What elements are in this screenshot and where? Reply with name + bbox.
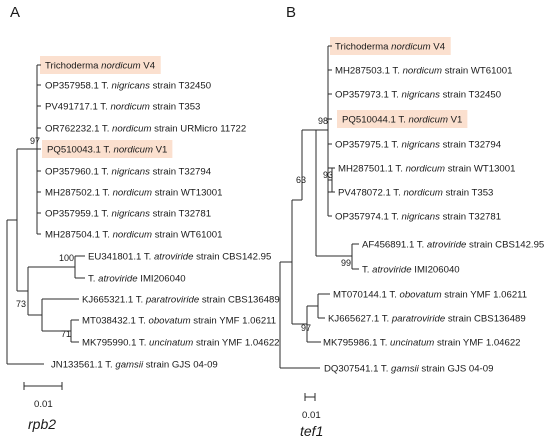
- tip-label: MK795986.1 T. uncinatum strain YMF 1.046…: [323, 338, 521, 349]
- bootstrap-value: 97: [30, 136, 40, 146]
- tree-panel-rpb2: A Trichoderma nordicum V4 OP357958.1 T. n…: [0, 0, 280, 443]
- tip-label: OP357960.1 T. nigricans strain T32794: [45, 167, 212, 178]
- tip-label: KJ665321.1 T. paratroviride strain CBS13…: [82, 295, 280, 306]
- bootstrap-value: 97: [301, 323, 311, 333]
- highlight-box: [330, 37, 451, 55]
- highlight-box: [42, 140, 173, 158]
- gene-label: tef1: [300, 423, 323, 439]
- tip-label: Trichoderma nordicum V4: [335, 42, 446, 53]
- tip-label: OP357974.1 T. nigricans strain T32781: [335, 212, 501, 223]
- tip-label: KJ665627.1 T. paratroviride strain CBS13…: [328, 314, 526, 325]
- tip-label: Trichoderma nordicum V4: [45, 61, 156, 72]
- tip-label: PQ510044.1 T. nordicum V1: [342, 115, 462, 126]
- bootstrap-value: 71: [61, 329, 71, 339]
- panel-letter-a: A: [10, 4, 21, 21]
- tip-label: MK795990.1 T. uncinatum strain YMF 1.046…: [82, 338, 280, 349]
- tip-label: EU341801.1 T. atroviride strain CBS142.9…: [88, 252, 271, 263]
- bootstrap-value: 98: [318, 116, 328, 126]
- tip-label: MH287503.1 T. nordicum strain WT61001: [335, 66, 512, 77]
- tip-label: MT070144.1 T. obovatum strain YMF 1.0621…: [333, 290, 527, 301]
- bootstrap-value: 100: [59, 253, 74, 263]
- tip-label: PV491717.1 T. nordicum strain T353: [45, 102, 200, 113]
- tip-label: OP357959.1 T. nigricans strain T32781: [45, 209, 211, 220]
- panel-letter-b: B: [286, 4, 297, 21]
- tip-label: PQ510043.1 T. nordicum V1: [47, 145, 167, 156]
- tip-label: DQ307541.1 T. gamsii strain GJS 04-09: [324, 364, 493, 375]
- tip-label: OP357958.1 T. nigricans strain T32450: [45, 81, 211, 92]
- tip-label: MH287501.1 T. nordicum strain WT13001: [338, 164, 515, 175]
- tip-label: MH287504.1 T. nordicum strain WT61001: [45, 230, 222, 241]
- tip-label: OR762232.1 T. nordicum strain URMicro 11…: [45, 124, 246, 135]
- phylogenetic-tree-rpb2: Trichoderma nordicum V4 OP357958.1 T. nig…: [6, 56, 280, 432]
- tip-label: T. atroviride IMI206040: [362, 265, 460, 276]
- bootstrap-value: 73: [16, 299, 26, 309]
- gene-label: rpb2: [28, 416, 56, 432]
- bootstrap-value: 99: [341, 258, 351, 268]
- tree-panel-tef1: B Trichoderma nordicum V4 MH287503.1 T. n…: [272, 0, 550, 443]
- tip-label: MH287502.1 T. nordicum strain WT13001: [45, 188, 222, 199]
- bootstrap-value: 63: [296, 175, 306, 185]
- tip-label: MT038432.1 T. obovatum strain YMF 1.0621…: [82, 316, 276, 327]
- tip-label: OP357975.1 T. nigricans strain T32794: [335, 140, 502, 151]
- highlight-box: [40, 56, 161, 74]
- highlight-box: [337, 110, 468, 128]
- tip-label: PV478072.1 T. nordicum strain T353: [338, 188, 493, 199]
- tip-label: OP357973.1 T. nigricans strain T32450: [335, 90, 501, 101]
- phylogenetic-tree-tef1: Trichoderma nordicum V4 MH287503.1 T. nor…: [279, 37, 544, 439]
- scale-label: 0.01: [34, 399, 53, 410]
- tip-label: AF456891.1 T. atroviride strain CBS142.9…: [362, 240, 544, 251]
- tip-label: T. atroviride IMI206040: [88, 274, 186, 285]
- scale-label: 0.01: [302, 410, 321, 421]
- tip-label: JN133561.1 T. gamsii strain GJS 04-09: [51, 360, 218, 371]
- bootstrap-value: 93: [323, 170, 333, 180]
